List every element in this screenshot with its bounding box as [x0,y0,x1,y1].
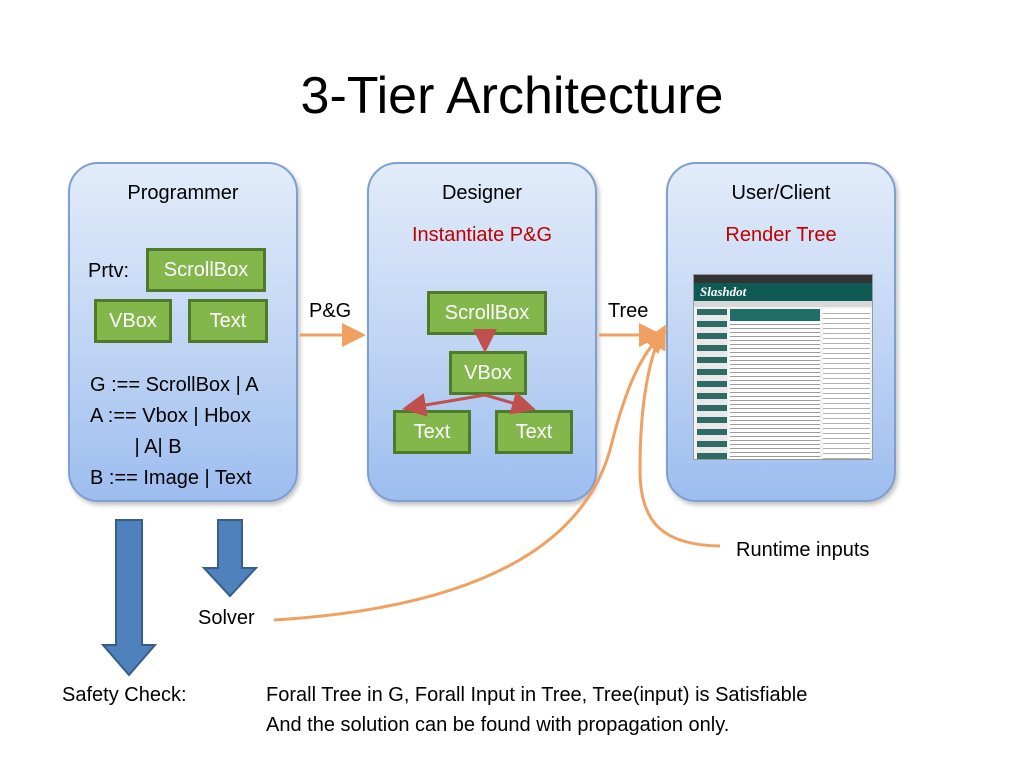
runtime-inputs-label: Runtime inputs [736,539,870,561]
grammar-line-2: A :== Vbox | Hbox [90,405,251,427]
safety-check-line-1: Forall Tree in G, Forall Input in Tree, … [266,684,808,706]
designer-title: Designer [441,182,523,204]
grammar-line-3: | A| B [90,436,182,458]
grammar-line-4: B :== Image | Text [90,467,252,489]
designer-panel: Designer Instantiate P&G ScrollBox VBox … [367,162,597,502]
tree-node-text-right: Text [495,410,573,454]
tree-node-text-left: Text [393,410,471,454]
tree-label: Tree [608,300,649,322]
client-subtitle: Render Tree [725,224,837,246]
runtime-inputs-curve [638,324,721,548]
scrollbox-primitive: ScrollBox [146,248,266,292]
programmer-panel: Programmer Prtv: ScrollBox VBox Text G :… [68,162,298,502]
safety-check-down-arrow [100,519,158,677]
client-panel: User/Client Render Tree Slashdot [666,162,896,502]
solver-curve [273,328,668,622]
pg-label: P&G [309,300,352,322]
safety-check-label: Safety Check: [62,684,187,706]
solver-down-arrow [201,519,259,598]
grammar-rules: G :== ScrollBox | A A :== Vbox | Hbox | A… [90,370,259,494]
vbox-primitive: VBox [94,299,172,343]
rendered-webpage-thumbnail: Slashdot [693,274,873,460]
edge-vbox-text-right [484,391,536,415]
safety-check-line-2: And the solution can be found with propa… [266,714,730,736]
client-title: User/Client [731,182,831,204]
text-primitive: Text [188,299,268,343]
grammar-line-1: G :== ScrollBox | A [90,374,259,396]
prtv-label: Prtv: [88,260,130,282]
screenshot-logo: Slashdot [694,283,872,301]
designer-subtitle: Instantiate P&G [411,224,553,246]
solver-label: Solver [198,607,255,629]
slide-title: 3-Tier Architecture [300,67,724,125]
programmer-title: Programmer [127,182,239,204]
edge-vbox-text-left [402,393,486,417]
